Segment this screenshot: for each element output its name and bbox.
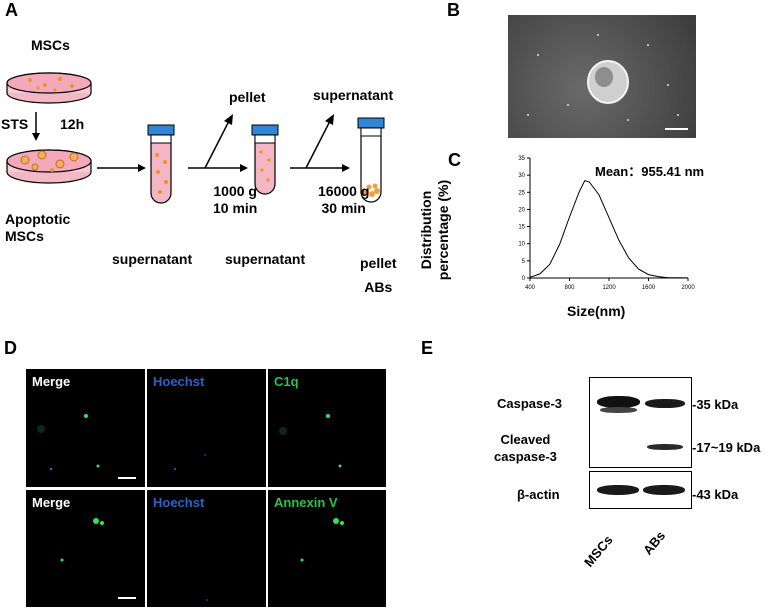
micrograph-hoechst-2: Hoechst [147,490,266,607]
band-abs-actin [643,485,685,495]
annexin-label: Annexin V [274,495,338,510]
blot-caspase3 [589,377,692,468]
kda-43: -43 kDa [692,487,739,502]
size-distribution-chart: 0 5 10 15 20 25 30 35 400 800 1200 1600 2000 Mean：955… [518,156,704,291]
panel-a-schematic [6,72,385,204]
micrograph-c1q: C1q [268,369,386,487]
y-tick-label: 25 [518,190,525,196]
panel-d-label: D [4,338,17,358]
apoptotic-dish-icon [6,149,92,184]
x-tick-label: 400 [525,285,536,291]
apoptotic-label: Apoptotic MSCs [5,211,71,244]
x-tick-label: 2000 [681,285,695,291]
caspase3-label: Caspase-3 [497,396,563,411]
step2-output: supernatant [313,87,394,103]
micrograph-merge-c1q: Merge [26,369,145,487]
step2-conditions: 16000 g 30 min [318,183,370,216]
panel-b-label: B [447,0,460,20]
final-pellet: pellet ABs [360,255,397,295]
sem-image [508,15,696,138]
cleaved-caspase3-label: Cleaved caspase-3 [494,432,557,464]
y-tick-label: 5 [522,259,526,265]
kda-17-19: -17~19 kDa [692,440,761,455]
centrifuge-tube-icon [147,124,175,204]
kda-35: -35 kDa [692,397,739,412]
c1q-label: C1q [274,374,299,389]
centrifuge-tube-icon [357,117,385,203]
panel-a-label: A [5,0,18,20]
mean-annotation: Mean：955.41 nm [595,164,704,179]
msc-label: MSCs [31,37,70,53]
micrograph-hoechst-1: Hoechst [147,369,266,487]
lane-abs: ABs [640,528,669,558]
sts-label: STS [1,116,29,132]
hoechst-label-2: Hoechst [153,495,205,510]
sem-particle-graphic [527,34,688,130]
micrograph-merge-annexin: Merge [26,490,145,607]
band-abs-cleaved [647,444,683,450]
y-tick-label: 15 [518,225,525,231]
distribution-curve [529,179,689,279]
culture-dish-icon [6,72,92,104]
chart-ylabel: Distribution percentage (%) [418,179,451,281]
x-tick-label: 1200 [602,285,616,291]
hoechst-label: Hoechst [153,374,205,389]
duration-label: 12h [60,116,85,132]
panel-e-label: E [421,338,434,358]
y-tick-label: 30 [518,173,525,179]
x-tick-label: 1600 [642,285,656,291]
y-tick-label: 35 [518,156,525,162]
chart-xlabel: Size(nm) [567,303,626,319]
merge-label-2: Merge [32,495,71,510]
y-tick-label: 10 [518,242,525,248]
step1-retained: supernatant [112,251,193,267]
step1-conditions: 1000 g 10 min [213,183,258,216]
band-msc-actin [597,485,639,495]
step2-retained: supernatant [225,251,306,267]
x-tick-label: 800 [564,285,575,291]
step1-output: pellet [229,89,266,105]
blot-beta-actin [589,471,692,509]
beta-actin-label: β-actin [517,487,560,502]
lane-mscs: MSCs [581,532,616,570]
y-tick-label: 0 [522,276,526,282]
y-tick-label: 20 [518,207,525,213]
band-msc-35kda [597,396,640,408]
micrograph-annexin: Annexin V [268,490,386,607]
band-abs-35kda [645,399,685,408]
merge-label: Merge [32,374,71,389]
centrifuge-tube-icon [251,124,279,195]
band-msc-35kda-lower [600,407,637,413]
panel-c-label: C [448,150,461,170]
